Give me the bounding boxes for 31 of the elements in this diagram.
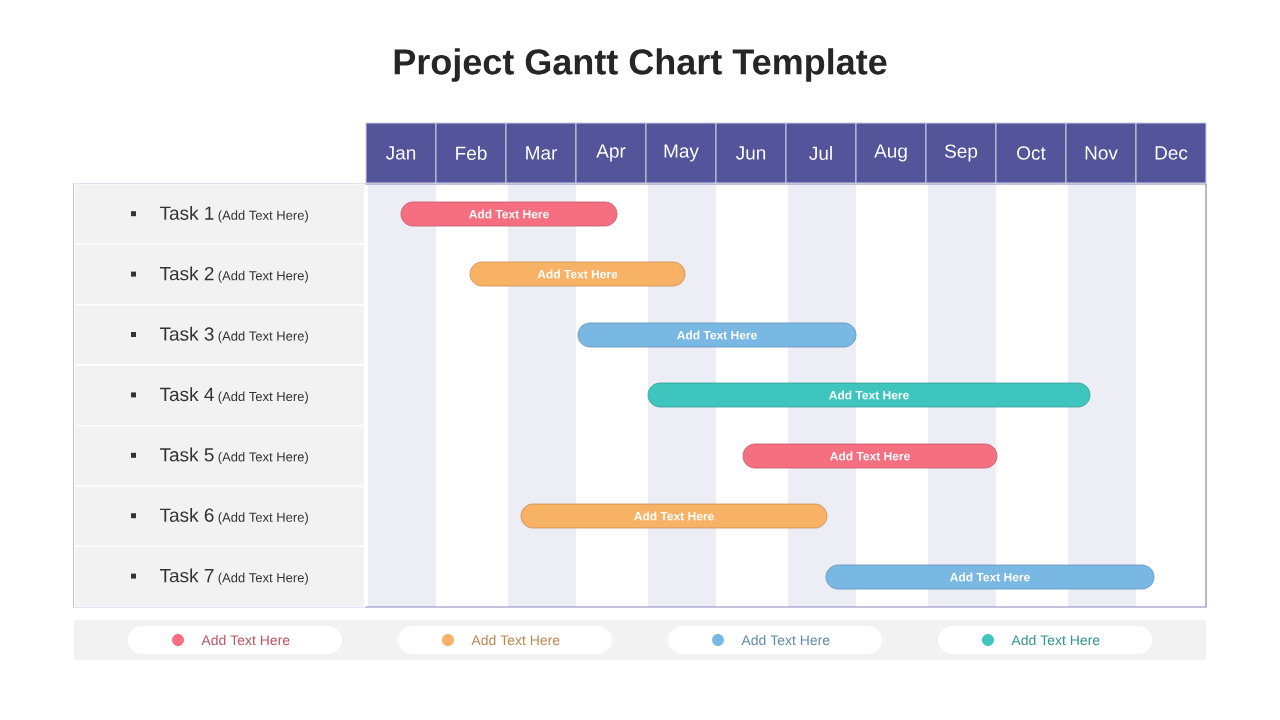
- month-header: Apr: [575, 122, 647, 184]
- month-header: Feb: [435, 122, 507, 184]
- month-header: Jan: [365, 122, 437, 184]
- gantt-bar: Add Text Here: [825, 564, 1155, 590]
- legend-item: Add Text Here: [938, 626, 1152, 654]
- task-row: Task 7 (Add Text Here): [73, 545, 366, 608]
- gantt-bar: Add Text Here: [400, 201, 618, 227]
- month-header: Jun: [715, 122, 787, 184]
- gantt-bar: Add Text Here: [577, 322, 857, 348]
- month-header: Dec: [1135, 122, 1207, 184]
- month-header: Oct: [995, 122, 1067, 184]
- month-header: Aug: [855, 122, 927, 184]
- legend-item: Add Text Here: [668, 626, 882, 654]
- task-row: Task 4 (Add Text Here): [73, 364, 366, 427]
- gantt-bar: Add Text Here: [647, 382, 1091, 408]
- task-row: Task 6 (Add Text Here): [73, 485, 366, 547]
- task-row: Task 1 (Add Text Here): [73, 183, 366, 245]
- month-header: Sep: [925, 122, 997, 184]
- task-row: Task 3 (Add Text Here): [73, 304, 366, 366]
- gantt-bar: Add Text Here: [520, 503, 828, 529]
- chart-title: Project Gantt Chart Template: [394, 48, 887, 82]
- gantt-bar: Add Text Here: [469, 261, 686, 287]
- legend-item: Add Text Here: [128, 626, 342, 654]
- gantt-bar: Add Text Here: [742, 443, 998, 469]
- month-header: Mar: [505, 122, 577, 184]
- task-row: Task 5 (Add Text Here): [73, 425, 366, 487]
- month-header: Jul: [785, 122, 857, 184]
- legend-item: Add Text Here: [398, 626, 612, 654]
- month-header: Nov: [1065, 122, 1137, 184]
- task-row: Task 2 (Add Text Here): [73, 243, 366, 306]
- month-header: May: [645, 122, 717, 184]
